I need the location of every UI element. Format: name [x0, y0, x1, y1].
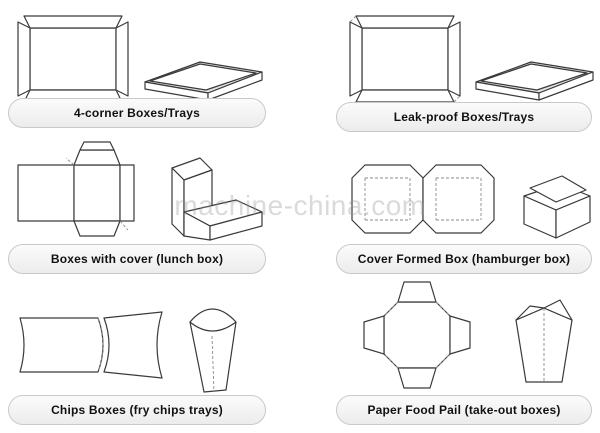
- lunch-box-formed: [171, 157, 263, 241]
- lunch-box-blank: [17, 141, 135, 237]
- four-corner-tray-blank: [17, 15, 129, 103]
- watermark: machine-china.com: [174, 190, 426, 221]
- food-pail-formed: [515, 299, 573, 383]
- label-chips-boxes: Chips Boxes (fry chips trays): [8, 395, 266, 425]
- leak-proof-tray-blank: [349, 15, 461, 103]
- leak-proof-tray-formed: [475, 61, 594, 101]
- hamburger-box-formed: [523, 175, 591, 239]
- food-pail-blank: [363, 281, 471, 389]
- label-leak-proof-boxes: Leak-proof Boxes/Trays: [336, 102, 592, 132]
- label-cover-formed-box: Cover Formed Box (hamburger box): [336, 244, 592, 274]
- label-boxes-with-cover: Boxes with cover (lunch box): [8, 244, 266, 274]
- chips-box-formed: [189, 308, 237, 393]
- four-corner-tray-formed: [144, 61, 263, 101]
- label-4-corner-boxes: 4-corner Boxes/Trays: [8, 98, 266, 128]
- hamburger-box-blank: [351, 164, 495, 234]
- label-paper-food-pail: Paper Food Pail (take-out boxes): [336, 395, 592, 425]
- chips-box-blank: [19, 311, 163, 379]
